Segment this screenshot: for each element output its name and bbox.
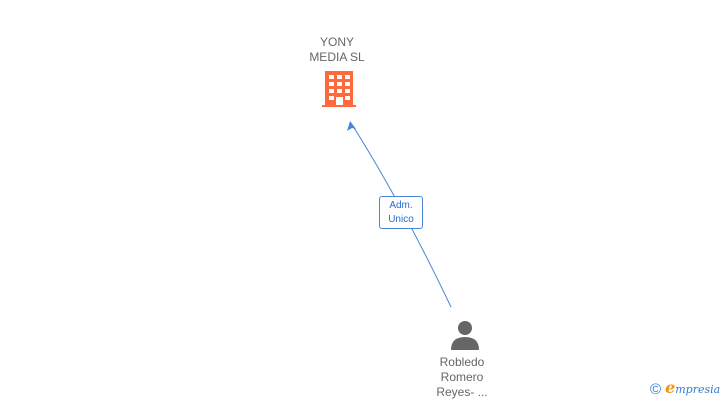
- person-name[interactable]: Robledo Romero Reyes- ...: [412, 355, 512, 400]
- relation-label-line1: Adm.: [389, 200, 413, 211]
- company-name-line2: MEDIA SL: [309, 50, 365, 64]
- company-name[interactable]: YONY MEDIA SL: [287, 35, 387, 65]
- person-icon[interactable]: [450, 320, 480, 350]
- arrow-head-icon: [347, 121, 356, 131]
- person-name-line1: Robledo: [439, 355, 485, 369]
- company-name-line1: YONY: [319, 35, 354, 49]
- logo-initial: e: [665, 378, 676, 397]
- relation-label-line2: Unico: [388, 214, 414, 225]
- logo-text: mpresia: [675, 383, 721, 396]
- relation-label[interactable]: Adm. Unico: [379, 196, 423, 229]
- building-icon[interactable]: [322, 71, 356, 107]
- empresia-logo[interactable]: © empresia: [650, 379, 720, 399]
- person-name-line3: Reyes- ...: [436, 385, 488, 399]
- person-name-line2: Romero: [440, 370, 484, 384]
- copyright-icon: ©: [650, 380, 662, 398]
